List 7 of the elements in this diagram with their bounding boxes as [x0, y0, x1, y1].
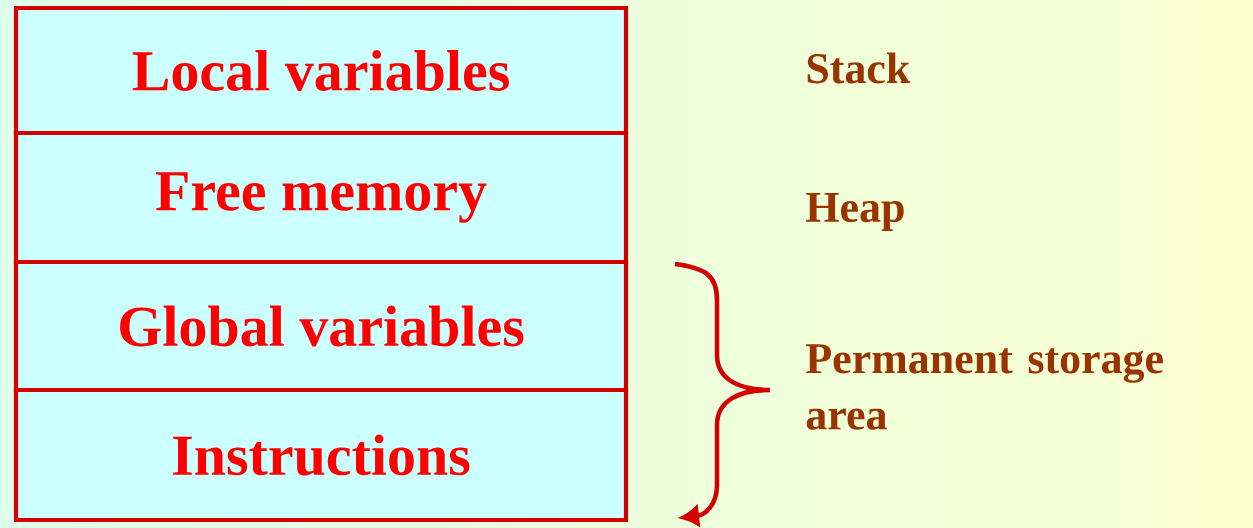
memory-segment-box: Global variables	[13, 259, 629, 393]
segment-label: Permanent storage area	[806, 344, 1163, 430]
segment-label: Heap	[806, 192, 904, 232]
memory-segment-box: Local variables	[13, 5, 629, 136]
memory-segment-box: Free memory	[13, 130, 629, 265]
segment-label: Stack	[807, 52, 911, 84]
memory-segment-box: Instructions	[13, 387, 629, 523]
